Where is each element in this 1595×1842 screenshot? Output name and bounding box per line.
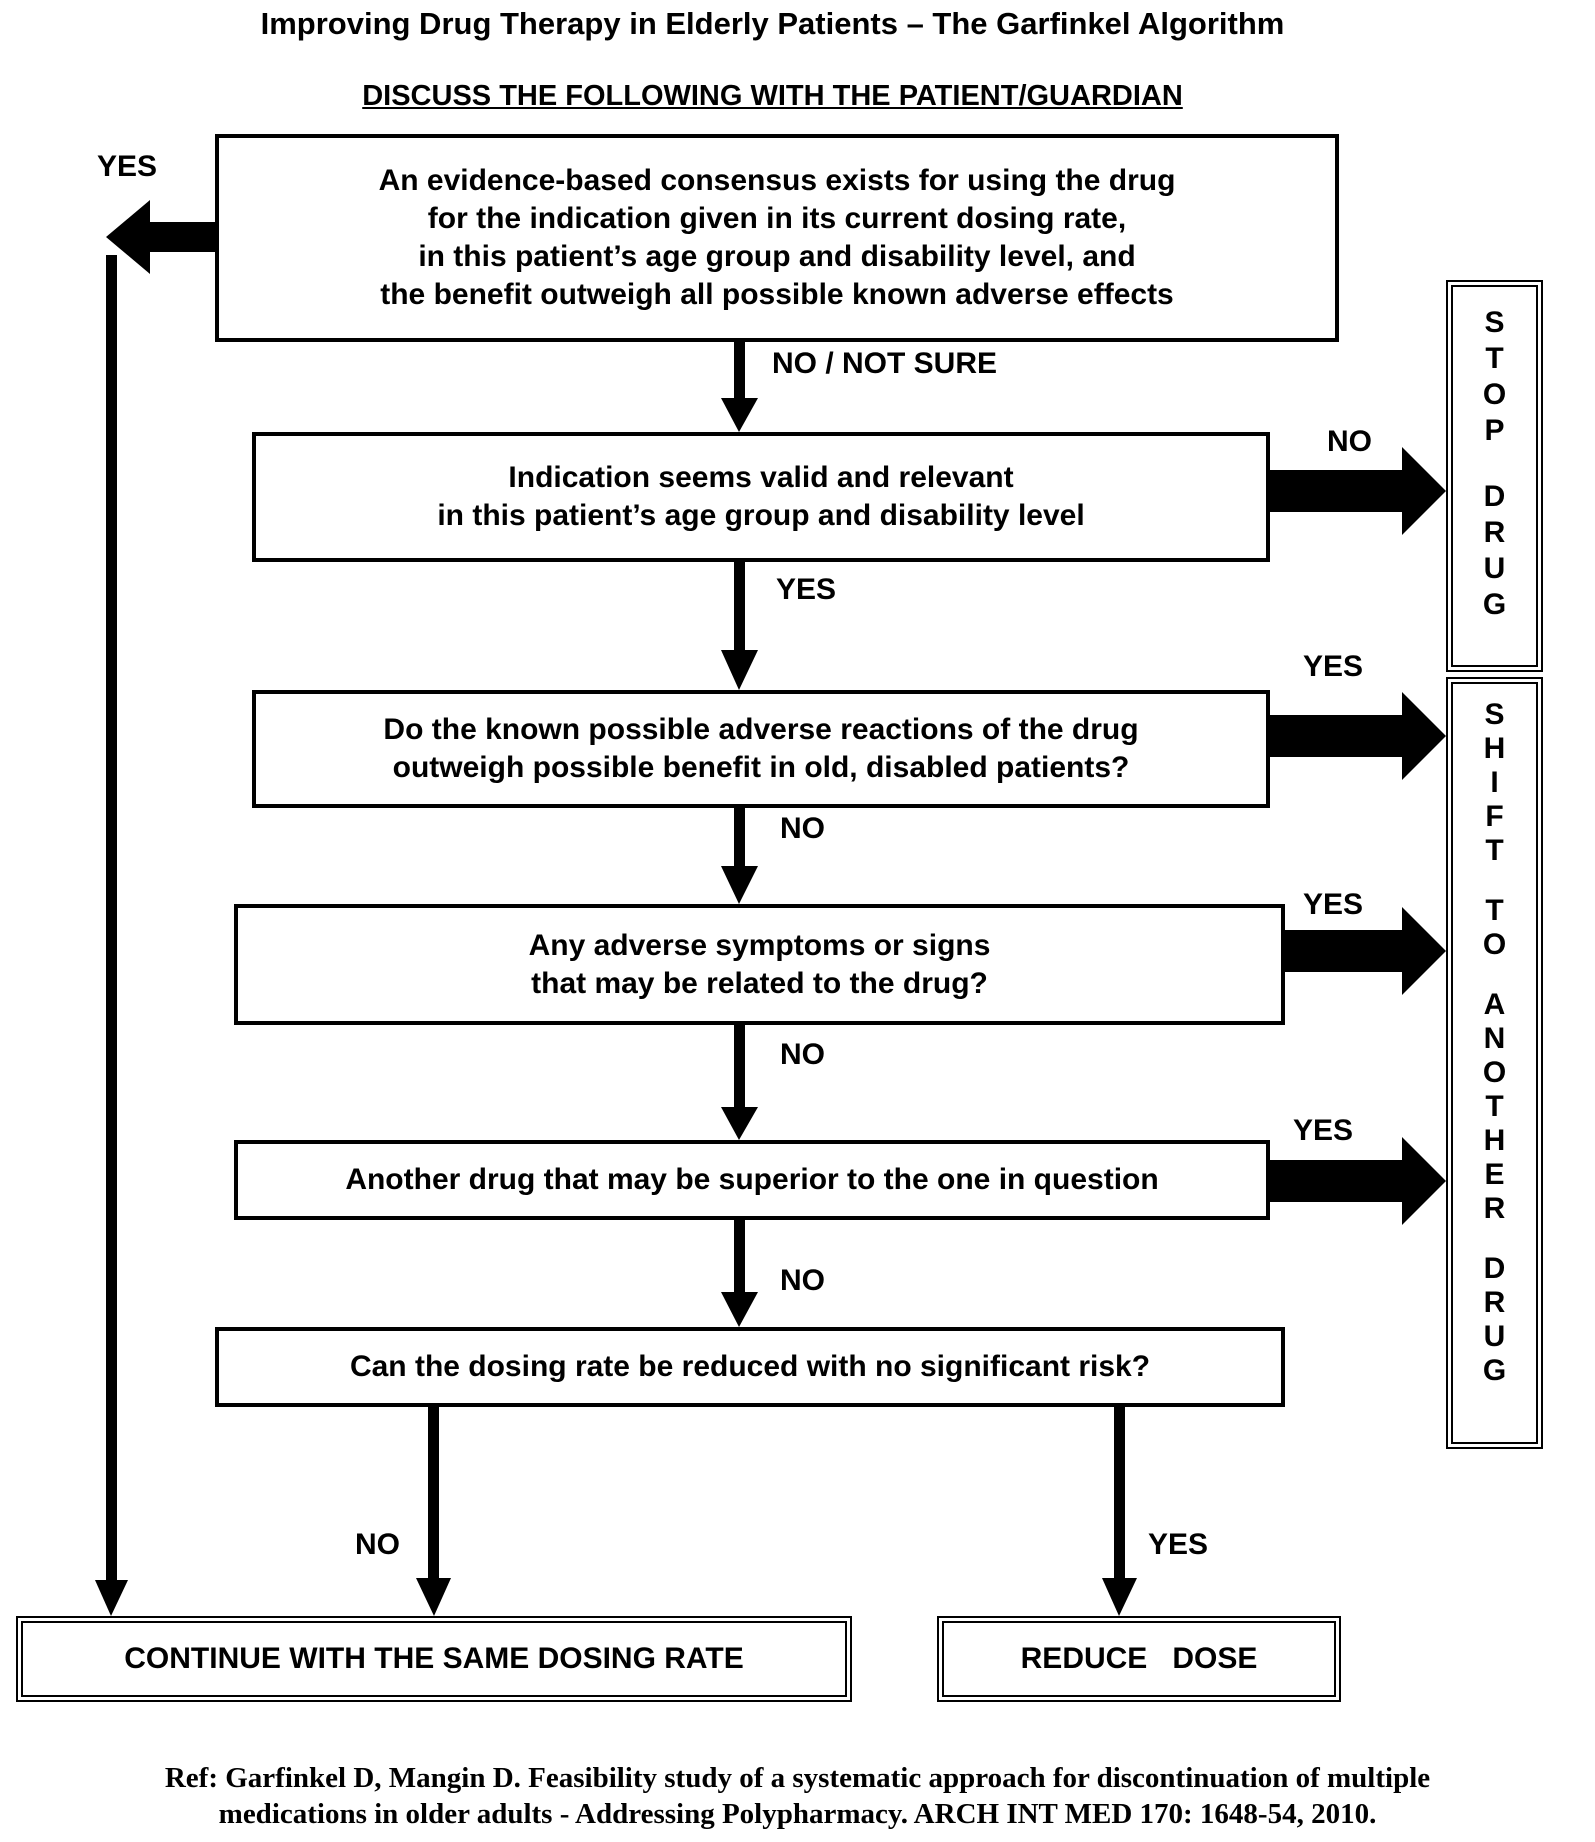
label-no-stop: NO (1327, 425, 1372, 458)
adverse-reactions-line: outweigh possible benefit in old, disabl… (392, 751, 1130, 784)
reference-citation: Ref: Garfinkel D, Mangin D. Feasibility … (0, 1760, 1595, 1832)
arrowhead-to-adverse (721, 650, 758, 690)
shift-drug-letter: R (1483, 1192, 1506, 1225)
shift-drug-letter: G (1482, 1354, 1507, 1387)
stop-drug-letter: G (1482, 588, 1507, 621)
label-yes-shift-1: YES (1303, 650, 1364, 683)
reference-line: Ref: Garfinkel D, Mangin D. Feasibility … (164, 1762, 1431, 1794)
consensus-line: the benefit outweigh all possible known … (380, 278, 1174, 311)
arrow-consensus-yes (106, 200, 215, 274)
line-another-no (734, 1220, 745, 1296)
consensus-line: for the indication given in its current … (427, 202, 1127, 235)
arrow-indication-no (1270, 447, 1446, 535)
line-adverse-no (734, 808, 745, 870)
stop-drug-letter: D (1483, 480, 1506, 513)
arrow-another-yes (1270, 1137, 1446, 1225)
label-yes-shift-3: YES (1293, 1114, 1354, 1147)
consensus-box: An evidence-based consensus exists for u… (215, 134, 1339, 342)
shift-drug-letter: U (1483, 1320, 1506, 1353)
reduce-question-box: Can the dosing rate be reduced with no s… (215, 1327, 1285, 1407)
label-yes-reduce: YES (1148, 1528, 1209, 1561)
reduce-dose-box: REDUCE DOSE (937, 1616, 1341, 1702)
label-no-symptoms: NO (780, 1038, 825, 1071)
indication-line: in this patient’s age group and disabili… (437, 499, 1085, 532)
shift-drug-letter: H (1483, 1124, 1506, 1157)
arrowhead-to-symptoms (721, 866, 758, 904)
arrowhead-to-reduce-question (721, 1292, 758, 1327)
diagram-subtitle: DISCUSS THE FOLLOWING WITH THE PATIENT/G… (362, 80, 1183, 112)
reduce-dose-text: REDUCE DOSE (1020, 1642, 1258, 1675)
shift-drug-letter: N (1483, 1022, 1506, 1055)
arrowhead-to-continue (416, 1578, 451, 1616)
arrow-adverse-yes (1270, 692, 1446, 780)
arrow-symptoms-yes (1285, 907, 1446, 995)
label-no-continue: NO (355, 1528, 400, 1561)
label-no-adverse: NO (780, 812, 825, 845)
another-drug-text: Another drug that may be superior to the… (345, 1163, 1159, 1196)
continue-text: CONTINUE WITH THE SAME DOSING RATE (124, 1642, 744, 1675)
label-yes-shift-2: YES (1303, 888, 1364, 921)
stop-drug-letter: U (1483, 552, 1506, 585)
label-yes-indication: YES (776, 573, 837, 606)
line-reduce-no (428, 1405, 439, 1581)
continue-box: CONTINUE WITH THE SAME DOSING RATE (16, 1616, 852, 1702)
line-symptoms-no (734, 1025, 745, 1111)
shift-drug-box: S H I F T T O A N O T H E R D R U G (1446, 677, 1543, 1449)
shift-drug-letter: F (1485, 800, 1504, 833)
shift-drug-letter: D (1483, 1252, 1506, 1285)
reduce-question-text: Can the dosing rate be reduced with no s… (349, 1350, 1151, 1383)
line-indication-yes (734, 562, 745, 654)
stop-drug-letter: P (1484, 414, 1505, 447)
shift-drug-letter: T (1485, 1090, 1504, 1123)
adverse-symptoms-box: Any adverse symptoms or signs that may b… (234, 904, 1285, 1025)
shift-drug-letter: T (1485, 894, 1504, 927)
consensus-line: in this patient’s age group and disabili… (418, 240, 1136, 273)
arrowhead-to-reduce (1102, 1578, 1137, 1616)
shift-drug-letter: R (1483, 1286, 1506, 1319)
stop-drug-letter: S (1484, 306, 1505, 339)
line-reduce-yes (1114, 1405, 1125, 1581)
adverse-symptoms-line: Any adverse symptoms or signs (528, 928, 991, 962)
label-yes-consensus: YES (97, 150, 158, 183)
label-no-another: NO (780, 1264, 825, 1297)
stop-drug-box: S T O P D R U G (1446, 280, 1543, 672)
arrowhead-continue-left (95, 1580, 128, 1616)
consensus-line: An evidence-based consensus exists for u… (378, 164, 1176, 197)
adverse-reactions-line: Do the known possible adverse reactions … (383, 713, 1139, 746)
adverse-symptoms-line: that may be related to the drug? (531, 966, 988, 1000)
diagram-title: Improving Drug Therapy in Elderly Patien… (260, 6, 1285, 41)
shift-drug-letter: E (1484, 1158, 1505, 1191)
reference-line: medications in older adults - Addressing… (218, 1798, 1377, 1830)
stop-drug-letter: R (1483, 516, 1506, 549)
label-no-not-sure: NO / NOT SURE (772, 347, 998, 380)
another-drug-box: Another drug that may be superior to the… (234, 1140, 1270, 1220)
shift-drug-letter: H (1483, 732, 1506, 765)
indication-box: Indication seems valid and relevant in t… (252, 432, 1270, 562)
shift-drug-letter: A (1483, 988, 1506, 1021)
shift-drug-letter: O (1482, 1056, 1507, 1089)
line-consensus-no (734, 338, 745, 402)
line-left-yes (106, 255, 117, 1585)
shift-drug-letter: T (1485, 834, 1504, 867)
adverse-reactions-box: Do the known possible adverse reactions … (252, 690, 1270, 808)
indication-line: Indication seems valid and relevant (508, 461, 1014, 494)
stop-drug-letter: O (1482, 378, 1507, 411)
arrowhead-to-indication (721, 398, 758, 432)
stop-drug-letter: T (1485, 342, 1504, 375)
shift-drug-letter: S (1484, 698, 1505, 731)
shift-drug-letter: I (1490, 766, 1499, 799)
arrowhead-to-another (721, 1107, 758, 1140)
shift-drug-letter: O (1482, 928, 1507, 961)
